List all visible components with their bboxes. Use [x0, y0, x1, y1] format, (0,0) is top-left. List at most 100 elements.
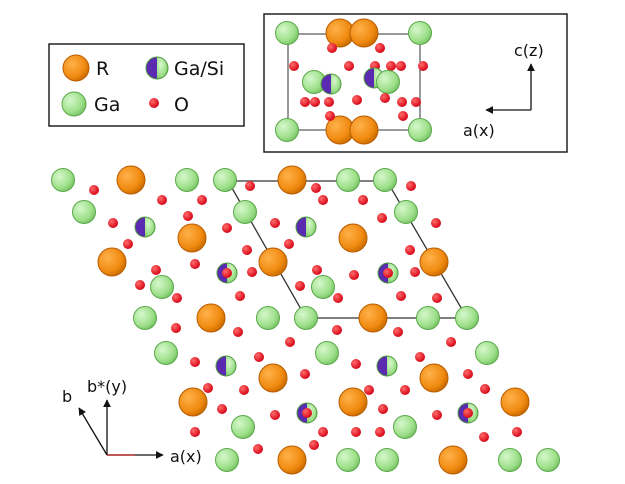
main-atom-ga-52	[133, 306, 157, 330]
legend-ga-swatch	[61, 91, 87, 117]
main-atom-r-57	[196, 303, 226, 333]
main-atom-o-8	[197, 195, 207, 205]
main-atom-o-32	[151, 265, 161, 275]
main-atom-o-31	[123, 239, 133, 249]
main-atom-o-70	[415, 352, 425, 362]
main-atom-o-19	[222, 223, 232, 233]
main-atom-o-60	[233, 327, 243, 337]
main-atom-o-22	[377, 213, 387, 223]
legend: R Ga/Si Ga O	[48, 43, 245, 127]
main-atom-o-33	[190, 259, 200, 269]
main-atom-o-67	[254, 352, 264, 362]
inset-atom-o-13	[386, 61, 396, 71]
main-atom-gasi-25	[295, 216, 317, 238]
inset-atom-o-23	[380, 93, 390, 103]
inset-side-view: c(z) a(x)	[263, 13, 568, 153]
main-atom-o-97	[351, 427, 361, 437]
main-atom-r-29	[258, 247, 288, 277]
main-atom-r-83	[338, 387, 368, 417]
main-atom-r-82	[178, 387, 208, 417]
main-atom-ga-106	[498, 448, 522, 472]
main-atom-o-88	[432, 410, 442, 420]
main-atom-ga-54	[294, 306, 318, 330]
main-atom-o-75	[239, 385, 249, 395]
main-atom-gasio-91	[457, 402, 479, 424]
main-atom-ga-3	[213, 168, 237, 192]
main-atom-gasi-72	[215, 355, 237, 377]
main-atom-o-47	[235, 291, 245, 301]
main-atom-o-77	[364, 385, 374, 395]
main-atom-o-34	[242, 245, 252, 255]
main-atom-o-71	[446, 337, 456, 347]
main-atom-ga-64	[315, 341, 339, 365]
main-atom-o-17	[157, 195, 167, 205]
main-atom-ga-44	[311, 275, 335, 299]
main-atom-gasio-42	[377, 262, 399, 284]
main-atom-ga-2	[175, 168, 199, 192]
main-atom-o-68	[285, 337, 295, 347]
main-atom-ga-65	[475, 341, 499, 365]
main-atom-o-51	[432, 293, 442, 303]
main-atom-ga-101	[215, 448, 239, 472]
main-atom-ga-63	[154, 341, 178, 365]
legend-gasi-swatch	[145, 56, 169, 80]
inset-atom-o-28	[398, 111, 408, 121]
main-atom-r-30	[419, 247, 449, 277]
main-atom-o-94	[190, 427, 200, 437]
inset-atom-ga-4	[275, 118, 299, 142]
inset-atom-o-25	[411, 97, 421, 107]
main-atom-gasi-24	[134, 216, 156, 238]
main-atom-o-50	[396, 291, 406, 301]
main-atom-o-18	[183, 211, 193, 221]
main-atom-r-105	[438, 445, 468, 475]
main-atom-o-78	[400, 385, 410, 395]
legend-o-label: O	[174, 94, 189, 116]
main-atom-o-66	[190, 357, 200, 367]
main-atom-ga-14	[233, 200, 257, 224]
main-atom-o-39	[405, 245, 415, 255]
main-atom-r-26	[177, 223, 207, 253]
main-atom-o-11	[358, 195, 368, 205]
inset-atom-o-9	[375, 43, 385, 53]
inset-a-axis-label: a(x)	[463, 121, 495, 140]
main-atom-o-86	[270, 410, 280, 420]
main-atom-ga-13	[72, 200, 96, 224]
inset-atom-gasi-17	[320, 73, 342, 95]
legend-r-swatch	[62, 54, 90, 82]
main-atom-r-80	[258, 363, 288, 393]
main-atom-o-69	[351, 359, 361, 369]
a-axis-label: a(x)	[170, 447, 202, 466]
main-atom-o-62	[393, 327, 403, 337]
main-atom-o-48	[295, 281, 305, 291]
main-atom-o-40	[410, 267, 420, 277]
inset-atom-o-15	[418, 61, 428, 71]
main-atom-o-98	[375, 427, 385, 437]
main-atom-r-1	[116, 165, 146, 195]
inset-atom-o-22	[324, 97, 334, 107]
main-atom-o-7	[89, 185, 99, 195]
inset-atom-r-2	[349, 18, 379, 48]
main-atom-ga-56	[455, 306, 479, 330]
main-axes: b b*(y) a(x)	[62, 377, 202, 466]
main-atom-ga-92	[231, 415, 255, 439]
main-atom-ga-5	[336, 168, 360, 192]
main-atom-o-49	[333, 293, 343, 303]
main-atom-o-35	[247, 267, 257, 277]
inset-atom-o-27	[325, 111, 335, 121]
main-atom-o-12	[406, 181, 416, 191]
inset-atom-ga-0	[275, 21, 299, 45]
main-atom-r-102	[277, 445, 307, 475]
inset-atom-o-24	[397, 97, 407, 107]
legend-gasi-label: Ga/Si	[174, 58, 224, 80]
main-atom-o-79	[463, 369, 473, 379]
bstar-axis-label: b*(y)	[87, 377, 127, 396]
main-atom-o-95	[253, 444, 263, 454]
inset-atom-o-20	[300, 97, 310, 107]
legend-r-label: R	[96, 58, 109, 80]
inset-atom-ga-19	[376, 70, 400, 94]
main-atom-ga-15	[394, 200, 418, 224]
main-atom-o-108	[309, 440, 319, 450]
main-atom-ga-93	[393, 415, 417, 439]
main-atom-r-27	[338, 223, 368, 253]
main-atom-o-74	[203, 383, 213, 393]
